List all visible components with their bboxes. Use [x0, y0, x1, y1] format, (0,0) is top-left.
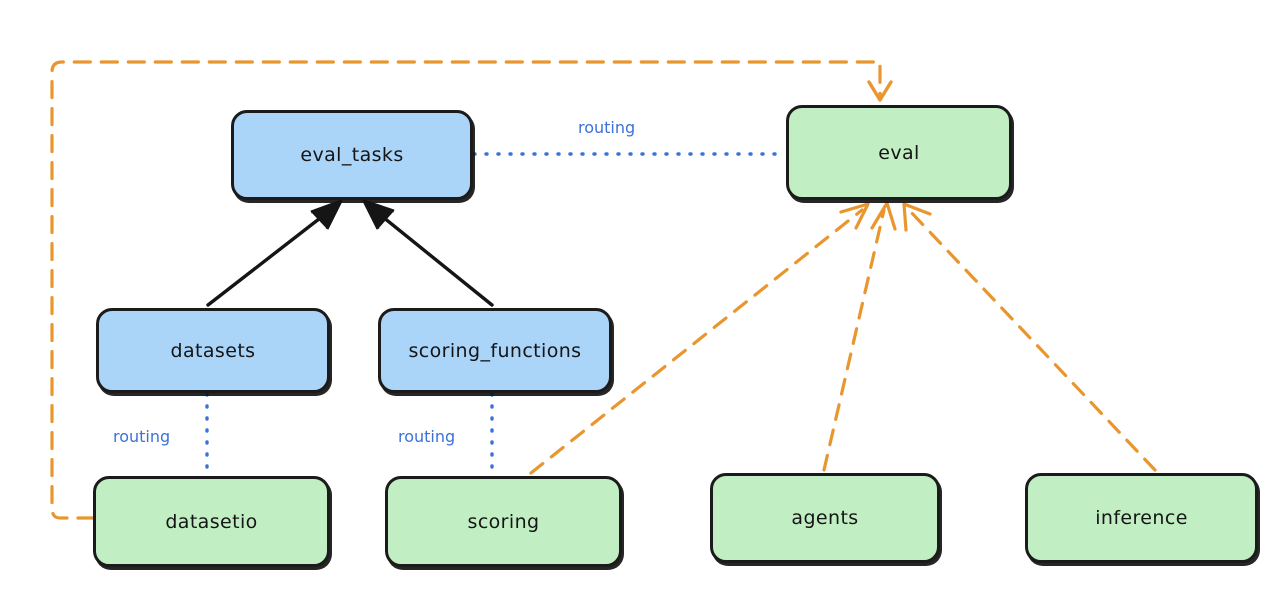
node-agents[interactable]: agents — [710, 473, 940, 563]
node-scoring[interactable]: scoring — [385, 476, 622, 567]
node-label: datasets — [170, 339, 256, 362]
edge-inference-to-eval — [902, 202, 1157, 472]
edge-datasets-to-eval_tasks — [206, 199, 343, 307]
node-label: datasetio — [165, 510, 258, 533]
edge-label-routing-scoring-functions-scoring: routing — [398, 427, 456, 446]
node-scoring-functions[interactable]: scoring_functions — [378, 308, 612, 393]
node-label: scoring — [467, 510, 540, 533]
node-datasets[interactable]: datasets — [96, 308, 330, 393]
edge-agents-to-eval — [822, 201, 897, 472]
node-eval[interactable]: eval — [786, 105, 1012, 200]
node-inference[interactable]: inference — [1025, 473, 1258, 563]
node-label: scoring_functions — [408, 339, 582, 362]
edge-label-routing-eval-tasks-eval: routing — [578, 118, 636, 137]
node-label: inference — [1095, 507, 1188, 529]
node-label: agents — [791, 507, 859, 529]
node-label: eval — [878, 141, 920, 164]
node-datasetio[interactable]: datasetio — [93, 476, 330, 567]
node-label: eval_tasks — [300, 144, 404, 166]
edge-label-routing-datasets-datasetio: routing — [113, 427, 171, 446]
edge-scoring_functions-to-eval_tasks — [362, 199, 494, 307]
node-eval-tasks[interactable]: eval_tasks — [231, 110, 473, 200]
